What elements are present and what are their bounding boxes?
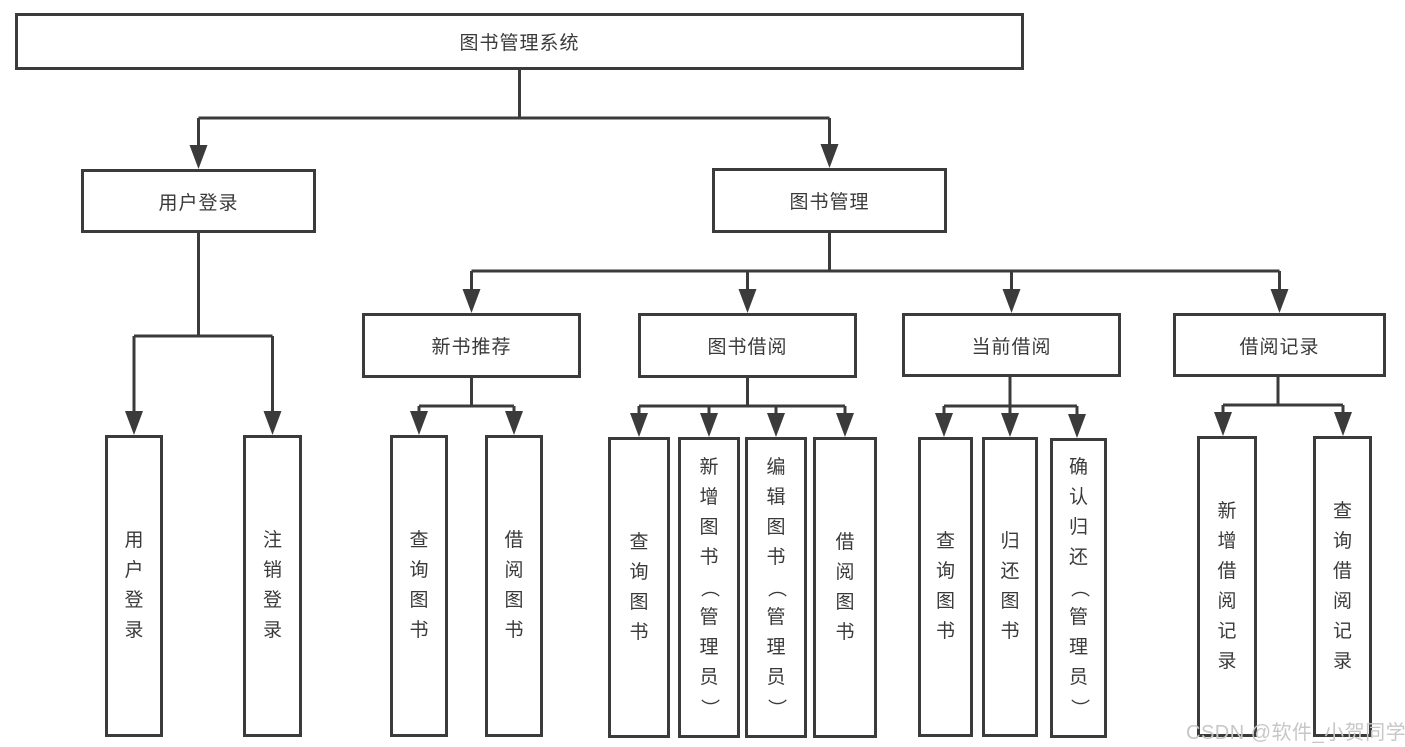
node-label: 新书推荐 xyxy=(431,337,512,358)
node-label: 新增图书（管理员） xyxy=(698,456,720,718)
node-label: 借阅图书 xyxy=(504,530,524,641)
connector-root-to-level2 xyxy=(197,70,831,150)
node-label: 查询图书 xyxy=(629,531,649,643)
node-book-borrowing: 图书借阅 xyxy=(638,313,857,378)
node-label: 注销登录 xyxy=(262,530,282,641)
leaf-br-add-record: 新增借阅记录 xyxy=(1197,436,1257,737)
leaf-cb-return-books: 归还图书 xyxy=(982,437,1038,737)
connector-book-management-to-level3 xyxy=(470,233,1281,294)
leaf-bb-edit-books-admin: 编辑图书（管理员） xyxy=(745,437,807,738)
node-label: 归还图书 xyxy=(1000,531,1020,642)
node-library-management-system: 图书管理系统 xyxy=(15,13,1024,70)
leaf-cb-query-books: 查询图书 xyxy=(918,437,973,737)
leaf-bb-query-books: 查询图书 xyxy=(608,437,670,738)
node-label: 图书管理系统 xyxy=(459,33,580,54)
connector-user-login-to-leaves xyxy=(132,233,274,416)
node-label: 借阅图书 xyxy=(835,531,855,643)
node-borrowing-records: 借阅记录 xyxy=(1173,313,1386,377)
connector-borrowing-records-to-leaves xyxy=(1221,377,1345,416)
leaf-br-query-record: 查询借阅记录 xyxy=(1313,436,1372,737)
node-label: 查询借阅记录 xyxy=(1332,500,1352,672)
node-label: 借阅记录 xyxy=(1239,336,1320,358)
csdn-watermark: CSDN @软件_小贺同学 xyxy=(1186,722,1405,744)
leaf-bb-borrow-books: 借阅图书 xyxy=(813,437,877,738)
node-label: 用户登录 xyxy=(158,192,239,214)
connector-current-borrowing-to-leaves xyxy=(942,377,1079,418)
node-label: 图书借阅 xyxy=(707,337,788,358)
leaf-cb-confirm-return-admin: 确认归还（管理员） xyxy=(1050,438,1107,738)
leaf-nbr-query-books: 查询图书 xyxy=(390,435,448,737)
node-current-borrowing: 当前借阅 xyxy=(902,313,1121,377)
node-label: 查询图书 xyxy=(409,530,429,641)
node-label: 确认归还（管理员） xyxy=(1068,457,1090,718)
node-book-management: 图书管理 xyxy=(712,168,947,233)
node-label: 用户登录 xyxy=(124,530,144,641)
connector-book-borrowing-to-leaves xyxy=(637,378,847,417)
node-label: 编辑图书（管理员） xyxy=(765,456,787,718)
leaf-nbr-borrow-books: 借阅图书 xyxy=(485,435,543,737)
node-label: 新增借阅记录 xyxy=(1217,500,1237,672)
connector-new-book-recommend-to-leaves xyxy=(417,378,516,416)
leaf-user-login: 用户登录 xyxy=(105,435,163,737)
node-label: 图书管理 xyxy=(789,192,870,213)
node-new-book-recommend: 新书推荐 xyxy=(362,313,581,378)
leaf-logout: 注销登录 xyxy=(243,435,302,737)
node-label: 查询图书 xyxy=(935,531,955,642)
node-user-login: 用户登录 xyxy=(81,169,316,233)
node-label: 当前借阅 xyxy=(971,336,1052,358)
leaf-bb-add-books-admin: 新增图书（管理员） xyxy=(678,437,740,738)
